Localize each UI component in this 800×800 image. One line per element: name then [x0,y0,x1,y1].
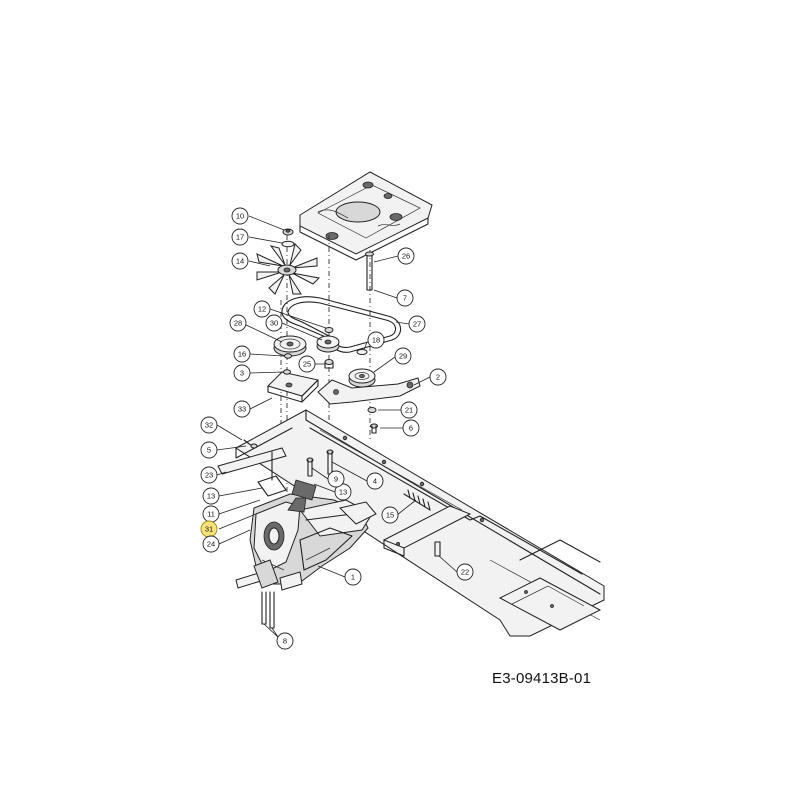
callout-label: 14 [236,257,244,266]
callout-32: 32 [200,416,218,434]
callout-15: 15 [381,506,399,524]
callout-label: 13 [207,492,215,501]
bolt-26-7 [365,251,374,291]
callout-21: 21 [400,401,418,419]
nut-12 [324,327,334,333]
callout-label: 18 [372,336,380,345]
nut-3 [283,369,291,375]
callout-label: 33 [238,405,246,414]
cooling-fan [256,243,321,295]
top-mounting-plate [299,171,433,261]
callout-label: 1 [351,573,355,582]
callout-12: 12 [253,300,271,318]
idler-arm-2 [317,377,421,405]
callout-1: 1 [344,568,362,586]
bushing-25 [324,359,334,369]
callout-label: 8 [283,637,287,646]
callouts: 10 17 14 12 28 30 16 3 33 25 18 29 26 7 … [200,207,474,650]
axle-bolts-8 [261,591,275,629]
callout-label: 22 [461,568,469,577]
callout-label: 3 [240,369,244,378]
callout-13-left: 13 [202,487,220,505]
callout-label: 9 [334,475,338,484]
callout-label: 6 [409,424,413,433]
callout-label: 7 [403,294,407,303]
callout-label: 25 [303,360,311,369]
nut-16 [284,353,292,359]
callout-label: 11 [207,510,215,519]
callout-28: 28 [229,314,247,332]
diagram-reference-code: E3-09413B-01 [492,670,592,687]
callout-14: 14 [231,252,249,270]
washer-17 [281,240,295,248]
callout-label: 24 [207,540,215,549]
callout-label: 10 [236,212,244,221]
callout-8: 8 [276,632,294,650]
callout-9: 9 [327,470,345,488]
callout-10: 10 [231,207,249,225]
callout-22: 22 [456,563,474,581]
leader-lines [216,215,458,638]
nut-10 [282,228,294,236]
callout-label: 12 [258,305,266,314]
callout-5: 5 [200,441,218,459]
bracket-33 [267,371,319,403]
callout-33: 33 [233,400,251,418]
callout-label: 15 [386,511,394,520]
bolt-6 [370,423,378,434]
callout-18: 18 [367,331,385,349]
callout-label: 27 [413,320,421,329]
callout-16: 16 [233,345,251,363]
callout-23: 23 [200,466,218,484]
pin-22 [434,541,441,557]
callout-26: 26 [397,247,415,265]
callout-27: 27 [408,315,426,333]
callout-label: 21 [405,406,413,415]
callout-13-right: 13 [334,483,352,501]
callout-label: 5 [207,446,211,455]
idler-pulley-30 [316,335,340,353]
pulley-28 [273,335,307,357]
callout-label: 17 [236,233,244,242]
callout-label: 13 [339,488,347,497]
front-bracket [382,505,472,557]
callout-label: 28 [234,319,242,328]
callout-label: 30 [270,319,278,328]
callout-label: 2 [436,373,440,382]
spring-15 [403,489,431,511]
callout-11: 11 [202,505,220,523]
callout-label: 23 [205,471,213,480]
callout-6: 6 [402,419,420,437]
callout-label: 4 [373,477,377,486]
fastener-21 [367,407,377,413]
callout-17: 17 [231,228,249,246]
idler-pulley-29 [348,368,376,388]
callout-7: 7 [396,289,414,307]
callout-label: 26 [402,252,410,261]
callout-label: 31 [205,525,213,534]
callout-label: 16 [238,350,246,359]
spacer-18 [356,349,368,355]
callout-2: 2 [429,368,447,386]
bolt-32-5 [243,439,258,449]
callout-29: 29 [394,347,412,365]
callout-25: 25 [298,355,316,373]
callout-4: 4 [366,472,384,490]
callout-30: 30 [265,314,283,332]
transaxle-assembly [235,475,377,591]
callout-31-highlighted: 31 [200,520,218,538]
callout-24: 24 [202,535,220,553]
callout-3: 3 [233,364,251,382]
callout-label: 29 [399,352,407,361]
plate-23 [217,447,287,481]
callout-label: 32 [205,421,213,430]
